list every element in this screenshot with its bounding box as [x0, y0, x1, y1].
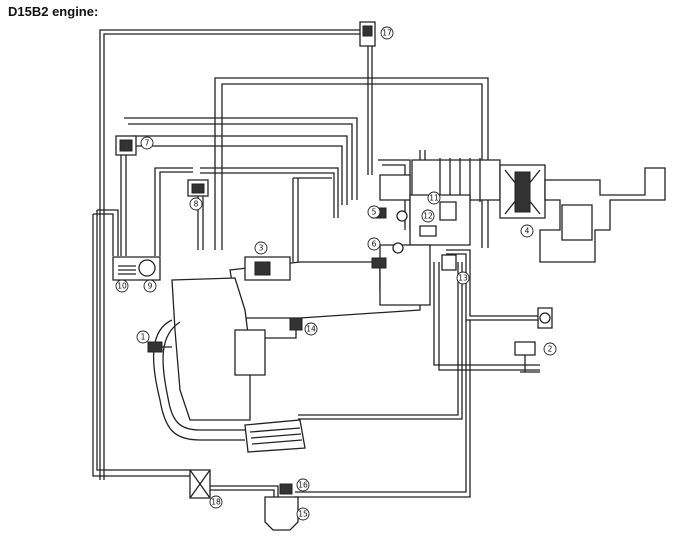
callout-5: 5	[367, 205, 381, 219]
callout-13: 13	[456, 271, 470, 285]
callout-11-label: 11	[429, 194, 439, 203]
callout-3-label: 3	[259, 244, 264, 253]
callout-2: 2	[543, 342, 557, 356]
callout-1: 1	[136, 330, 150, 344]
callout-17: 17	[380, 26, 394, 40]
engine-block	[171, 277, 266, 421]
callout-9: 9	[143, 279, 157, 293]
callout-10: 10	[115, 279, 129, 293]
callout-1-label: 1	[141, 333, 146, 342]
component-18-valve	[189, 469, 211, 499]
component-7-valve	[115, 135, 137, 156]
component-1-sensor	[147, 341, 172, 353]
callout-16-label: 16	[298, 481, 308, 490]
air-cleaner	[539, 167, 666, 263]
component-12-valve	[419, 225, 437, 237]
intake-manifold	[229, 244, 431, 319]
component-9-10-canister	[112, 256, 161, 281]
component-11-valve	[439, 201, 457, 221]
diagram-title: D15B2 engine:	[8, 4, 99, 19]
callout-16: 16	[296, 478, 310, 492]
component-14-fitting	[289, 317, 303, 331]
callout-17-label: 17	[382, 29, 392, 38]
component-6-valve	[371, 242, 404, 269]
callout-7-label: 7	[145, 139, 150, 148]
vacuum-hoses	[92, 29, 540, 498]
callout-8-label: 8	[194, 200, 199, 209]
callout-7: 7	[140, 136, 154, 150]
exhaust-pipe	[152, 319, 306, 453]
callout-18: 18	[209, 495, 223, 509]
callout-8: 8	[189, 197, 203, 211]
component-13-valve	[441, 254, 457, 271]
callout-15-label: 15	[298, 510, 308, 519]
callout-11: 11	[427, 191, 441, 205]
component-2b-fitting	[537, 307, 553, 329]
callout-13-label: 13	[458, 274, 468, 283]
callout-4-label: 4	[525, 227, 530, 236]
callout-18-label: 18	[211, 498, 221, 507]
component-4-resonator	[514, 171, 531, 213]
callout-15: 15	[296, 507, 310, 521]
callout-9-label: 9	[148, 282, 153, 291]
component-17-valve	[359, 21, 376, 47]
callout-14: 14	[304, 322, 318, 336]
component-2-sensor	[514, 341, 540, 373]
callout-5-label: 5	[372, 208, 377, 217]
component-8-valve	[187, 179, 209, 197]
callout-10-label: 10	[117, 282, 127, 291]
callout-12: 12	[421, 209, 435, 223]
callout-4: 4	[520, 224, 534, 238]
component-3-valve	[244, 256, 291, 281]
component-16-valve	[279, 483, 293, 495]
component-15-canister	[264, 496, 299, 531]
callout-3: 3	[254, 241, 268, 255]
callout-6: 6	[367, 237, 381, 251]
callout-2-label: 2	[548, 345, 553, 354]
callout-12-label: 12	[423, 212, 433, 221]
callout-14-label: 14	[306, 325, 316, 334]
callout-6-label: 6	[372, 240, 377, 249]
